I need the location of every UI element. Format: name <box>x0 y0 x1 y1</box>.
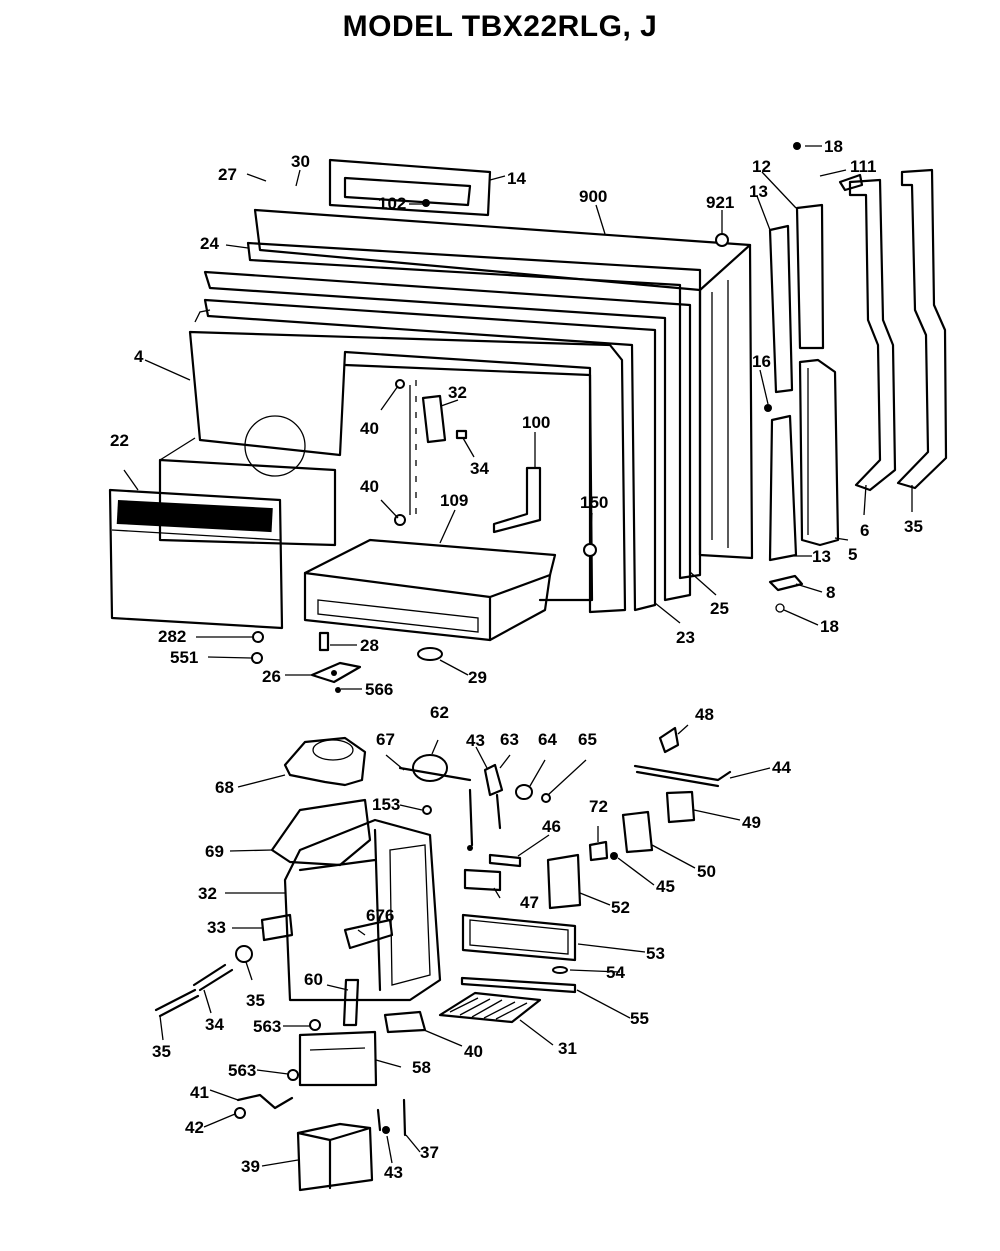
callout-67: 67 <box>376 730 395 749</box>
callout-labels: 18 111 27 30 14 102 900 921 12 13 24 4 1… <box>110 137 923 1182</box>
callout-5: 5 <box>848 545 857 564</box>
callout-13: 13 <box>812 547 831 566</box>
callout-68: 68 <box>215 778 234 797</box>
callout-63: 63 <box>500 730 519 749</box>
front-grille-panel <box>108 488 284 630</box>
callout-43: 43 <box>384 1163 403 1182</box>
mounting-bracket-part <box>298 1030 378 1087</box>
callout-72: 72 <box>589 797 608 816</box>
ice-maker-housing <box>283 818 442 1002</box>
callout-29: 29 <box>468 668 487 687</box>
callout-34: 34 <box>470 459 489 478</box>
callout-102: 102 <box>378 194 406 213</box>
callout-12: 12 <box>752 157 771 176</box>
outer-cabinet <box>253 208 754 560</box>
crisper-drawer <box>303 538 557 642</box>
callout-leaders <box>123 145 913 1167</box>
callout-52: 52 <box>611 898 630 917</box>
callout-6: 6 <box>860 521 869 540</box>
callout-111: 111 <box>850 157 877 176</box>
callout-55: 55 <box>630 1009 649 1028</box>
callout-37: 37 <box>420 1143 439 1162</box>
callout-8: 8 <box>826 583 835 602</box>
callout-40: 40 <box>360 419 379 438</box>
callout-100: 100 <box>522 413 550 432</box>
callout-64: 64 <box>538 730 557 749</box>
callout-69: 69 <box>205 842 224 861</box>
callout-22: 22 <box>110 431 129 450</box>
callout-23: 23 <box>676 628 695 647</box>
callout-566: 566 <box>365 680 393 699</box>
callout-53: 53 <box>646 944 665 963</box>
callout-35: 35 <box>152 1042 171 1061</box>
callout-676: 676 <box>366 906 394 925</box>
callout-42: 42 <box>185 1118 204 1137</box>
water-tray-part <box>461 913 577 962</box>
callout-35: 35 <box>246 991 265 1010</box>
callout-50: 50 <box>697 862 716 881</box>
callout-109: 109 <box>440 491 468 510</box>
hinge-strip-part <box>848 178 897 492</box>
callout-40: 40 <box>360 477 379 496</box>
callout-58: 58 <box>412 1058 431 1077</box>
callout-47: 47 <box>520 893 539 912</box>
callout-150: 150 <box>580 493 608 512</box>
callout-30: 30 <box>291 152 310 171</box>
drip-tray-grille <box>438 991 542 1024</box>
control-housing-part <box>421 394 447 444</box>
callout-32: 32 <box>448 383 467 402</box>
top-frame-part <box>328 158 492 217</box>
callout-4: 4 <box>134 347 144 366</box>
callout-25: 25 <box>710 599 729 618</box>
shelf-bracket-part <box>492 466 542 534</box>
callout-28: 28 <box>360 636 379 655</box>
cabinet-liner-frame <box>246 241 702 580</box>
ice-bin-cover <box>283 736 367 787</box>
callout-65: 65 <box>578 730 597 749</box>
callout-18: 18 <box>820 617 839 636</box>
model-title: MODEL TBX22RLG, J <box>342 10 658 43</box>
callout-32: 32 <box>198 884 217 903</box>
callout-563: 563 <box>228 1061 256 1080</box>
callout-49: 49 <box>742 813 761 832</box>
callout-34: 34 <box>205 1015 224 1034</box>
ice-bucket-box <box>296 1122 374 1192</box>
callout-27: 27 <box>218 165 237 184</box>
callout-44: 44 <box>772 758 791 777</box>
callout-39: 39 <box>241 1157 260 1176</box>
callout-31: 31 <box>558 1039 577 1058</box>
callout-16: 16 <box>752 352 771 371</box>
callout-54: 54 <box>606 963 625 982</box>
callout-563: 563 <box>253 1017 281 1036</box>
callout-921: 921 <box>706 193 734 212</box>
callout-43: 43 <box>466 731 485 750</box>
callout-153: 153 <box>372 795 400 814</box>
callout-18: 18 <box>824 137 843 156</box>
callout-60: 60 <box>304 970 323 989</box>
callout-14: 14 <box>507 169 526 188</box>
callout-900: 900 <box>579 187 607 206</box>
callout-40: 40 <box>464 1042 483 1061</box>
callout-33: 33 <box>207 918 226 937</box>
callout-41: 41 <box>190 1083 209 1102</box>
callout-48: 48 <box>695 705 714 724</box>
callout-282: 282 <box>158 627 186 646</box>
callout-62: 62 <box>430 703 449 722</box>
callout-551: 551 <box>170 648 198 667</box>
door-handle-strip-part <box>896 168 948 490</box>
callout-46: 46 <box>542 817 561 836</box>
callout-26: 26 <box>262 667 281 686</box>
callout-45: 45 <box>656 877 675 896</box>
callout-13: 13 <box>749 182 768 201</box>
callout-24: 24 <box>200 234 219 253</box>
callout-35: 35 <box>904 517 923 536</box>
